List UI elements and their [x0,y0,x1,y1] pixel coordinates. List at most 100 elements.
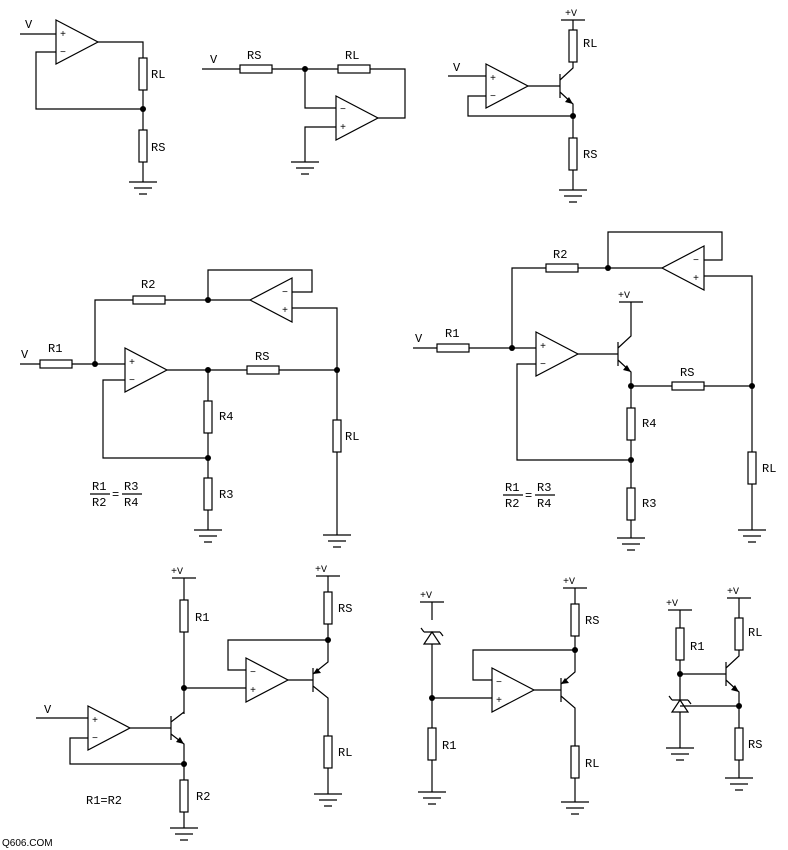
resistor-rs [570,603,580,637]
op-amp-minus: − [340,105,346,116]
transistor-emitter [560,695,576,746]
op-amp-plus: + [490,74,496,85]
ground-symbol [314,768,342,807]
ground-symbol [725,760,753,791]
formula-r4: R4 [124,496,138,510]
op-amp [55,19,100,65]
r4-label: R4 [642,417,656,431]
rs-label: RS [583,148,597,162]
rl-label: RL [585,757,599,771]
op-amp-minus: − [540,360,546,371]
r1-label: R1 [442,739,456,753]
rl-label: RL [345,430,359,444]
transistor-collector [617,301,643,349]
op-amp-minus: − [693,256,699,267]
r1-equals-r2: R1=R2 [86,794,122,808]
circuit-5: V R1 R2 − + + − +V RS R4 R3 [413,231,776,551]
ground-symbol [170,812,198,841]
resistor-r3 [626,487,636,521]
transistor-emitter [559,91,574,116]
rs-label: RS [585,614,599,628]
circuit-1: + − V RL RS [20,18,165,195]
resistor-r4 [203,400,213,434]
rs-label: RS [748,738,762,752]
formula-r3: R3 [537,481,551,495]
ground-symbol [559,170,587,203]
op-amp-plus: + [693,274,699,285]
rl-label: RL [583,37,597,51]
ground-symbol [617,520,645,551]
transistor-collector [312,624,329,675]
ground-symbol [561,778,589,815]
op-amp-plus: + [60,30,66,41]
r4-label: R4 [219,410,233,424]
op-amp-minus: − [92,734,98,745]
resistor-r1 [427,727,437,761]
r1-label: R1 [195,611,209,625]
circuit-7: +V R1 − + +V RS RL [418,577,599,815]
rs-label: RS [255,350,269,364]
formula-eq: = [112,488,119,502]
input-label: V [25,18,33,32]
r3-label: R3 [219,488,233,502]
resistor-rl [337,64,371,74]
input-label: V [453,61,461,75]
r3-label: R3 [642,497,656,511]
supply-label: +V [315,565,327,576]
input-label: V [210,53,218,67]
op-amp-buffer [660,245,705,291]
circuit-3: + − V RL +V RS [448,9,597,203]
resistor-r2 [545,263,579,273]
circuit-4: V R1 R2 − + + − RS RL R4 R3 [20,269,359,548]
input-label: V [415,332,423,346]
rl-label: RL [345,49,359,63]
input-label: V [21,348,29,362]
formula-eq: = [525,489,532,503]
rs-label: RS [247,49,261,63]
formula-r2: R2 [505,497,519,511]
ratio-formula: R1 R2 = R3 R4 [503,481,555,511]
resistor-r3 [203,477,213,511]
op-amp-plus: + [282,306,288,317]
zener-diode-icon [420,627,444,645]
formula-r4: R4 [537,497,551,511]
resistor-rl [734,617,744,651]
input-label: V [44,703,52,717]
rs-label: RS [338,602,352,616]
ground-symbol [323,452,351,548]
supply-label: +V [565,9,577,20]
resistor-rs [138,129,148,163]
resistor-rl [747,451,757,485]
op-amp-plus: + [340,123,346,134]
op-amp [491,667,536,713]
op-amp-buffer [248,277,293,323]
supply-label: +V [666,599,678,610]
resistor-r2 [179,779,189,813]
transistor-collector [725,650,740,669]
rs-label: RS [680,366,694,380]
rl-label: RL [338,746,352,760]
op-amp-main [87,705,132,751]
resistor-rl [568,29,578,63]
op-amp-minus: − [129,376,135,387]
rl-label: RL [151,68,165,82]
supply-label: +V [618,291,630,302]
op-amp-minus: − [282,288,288,299]
rs-label: RS [151,141,165,155]
resistor-rl [332,419,342,453]
circuit-2: V RS RL − + [202,49,406,175]
op-amp-main [535,331,580,377]
supply-label: +V [727,587,739,598]
r1-label: R1 [690,640,704,654]
rl-label: RL [748,626,762,640]
resistor-r4 [626,407,636,441]
resistor-rs [246,365,280,375]
resistor-rl [570,745,580,779]
op-amp-minus: − [496,678,502,689]
op-amp-minus: − [250,668,256,679]
resistor-rs [734,727,744,761]
supply-label: +V [171,567,183,578]
ground-symbol [666,712,694,761]
r2-label: R2 [553,248,567,262]
